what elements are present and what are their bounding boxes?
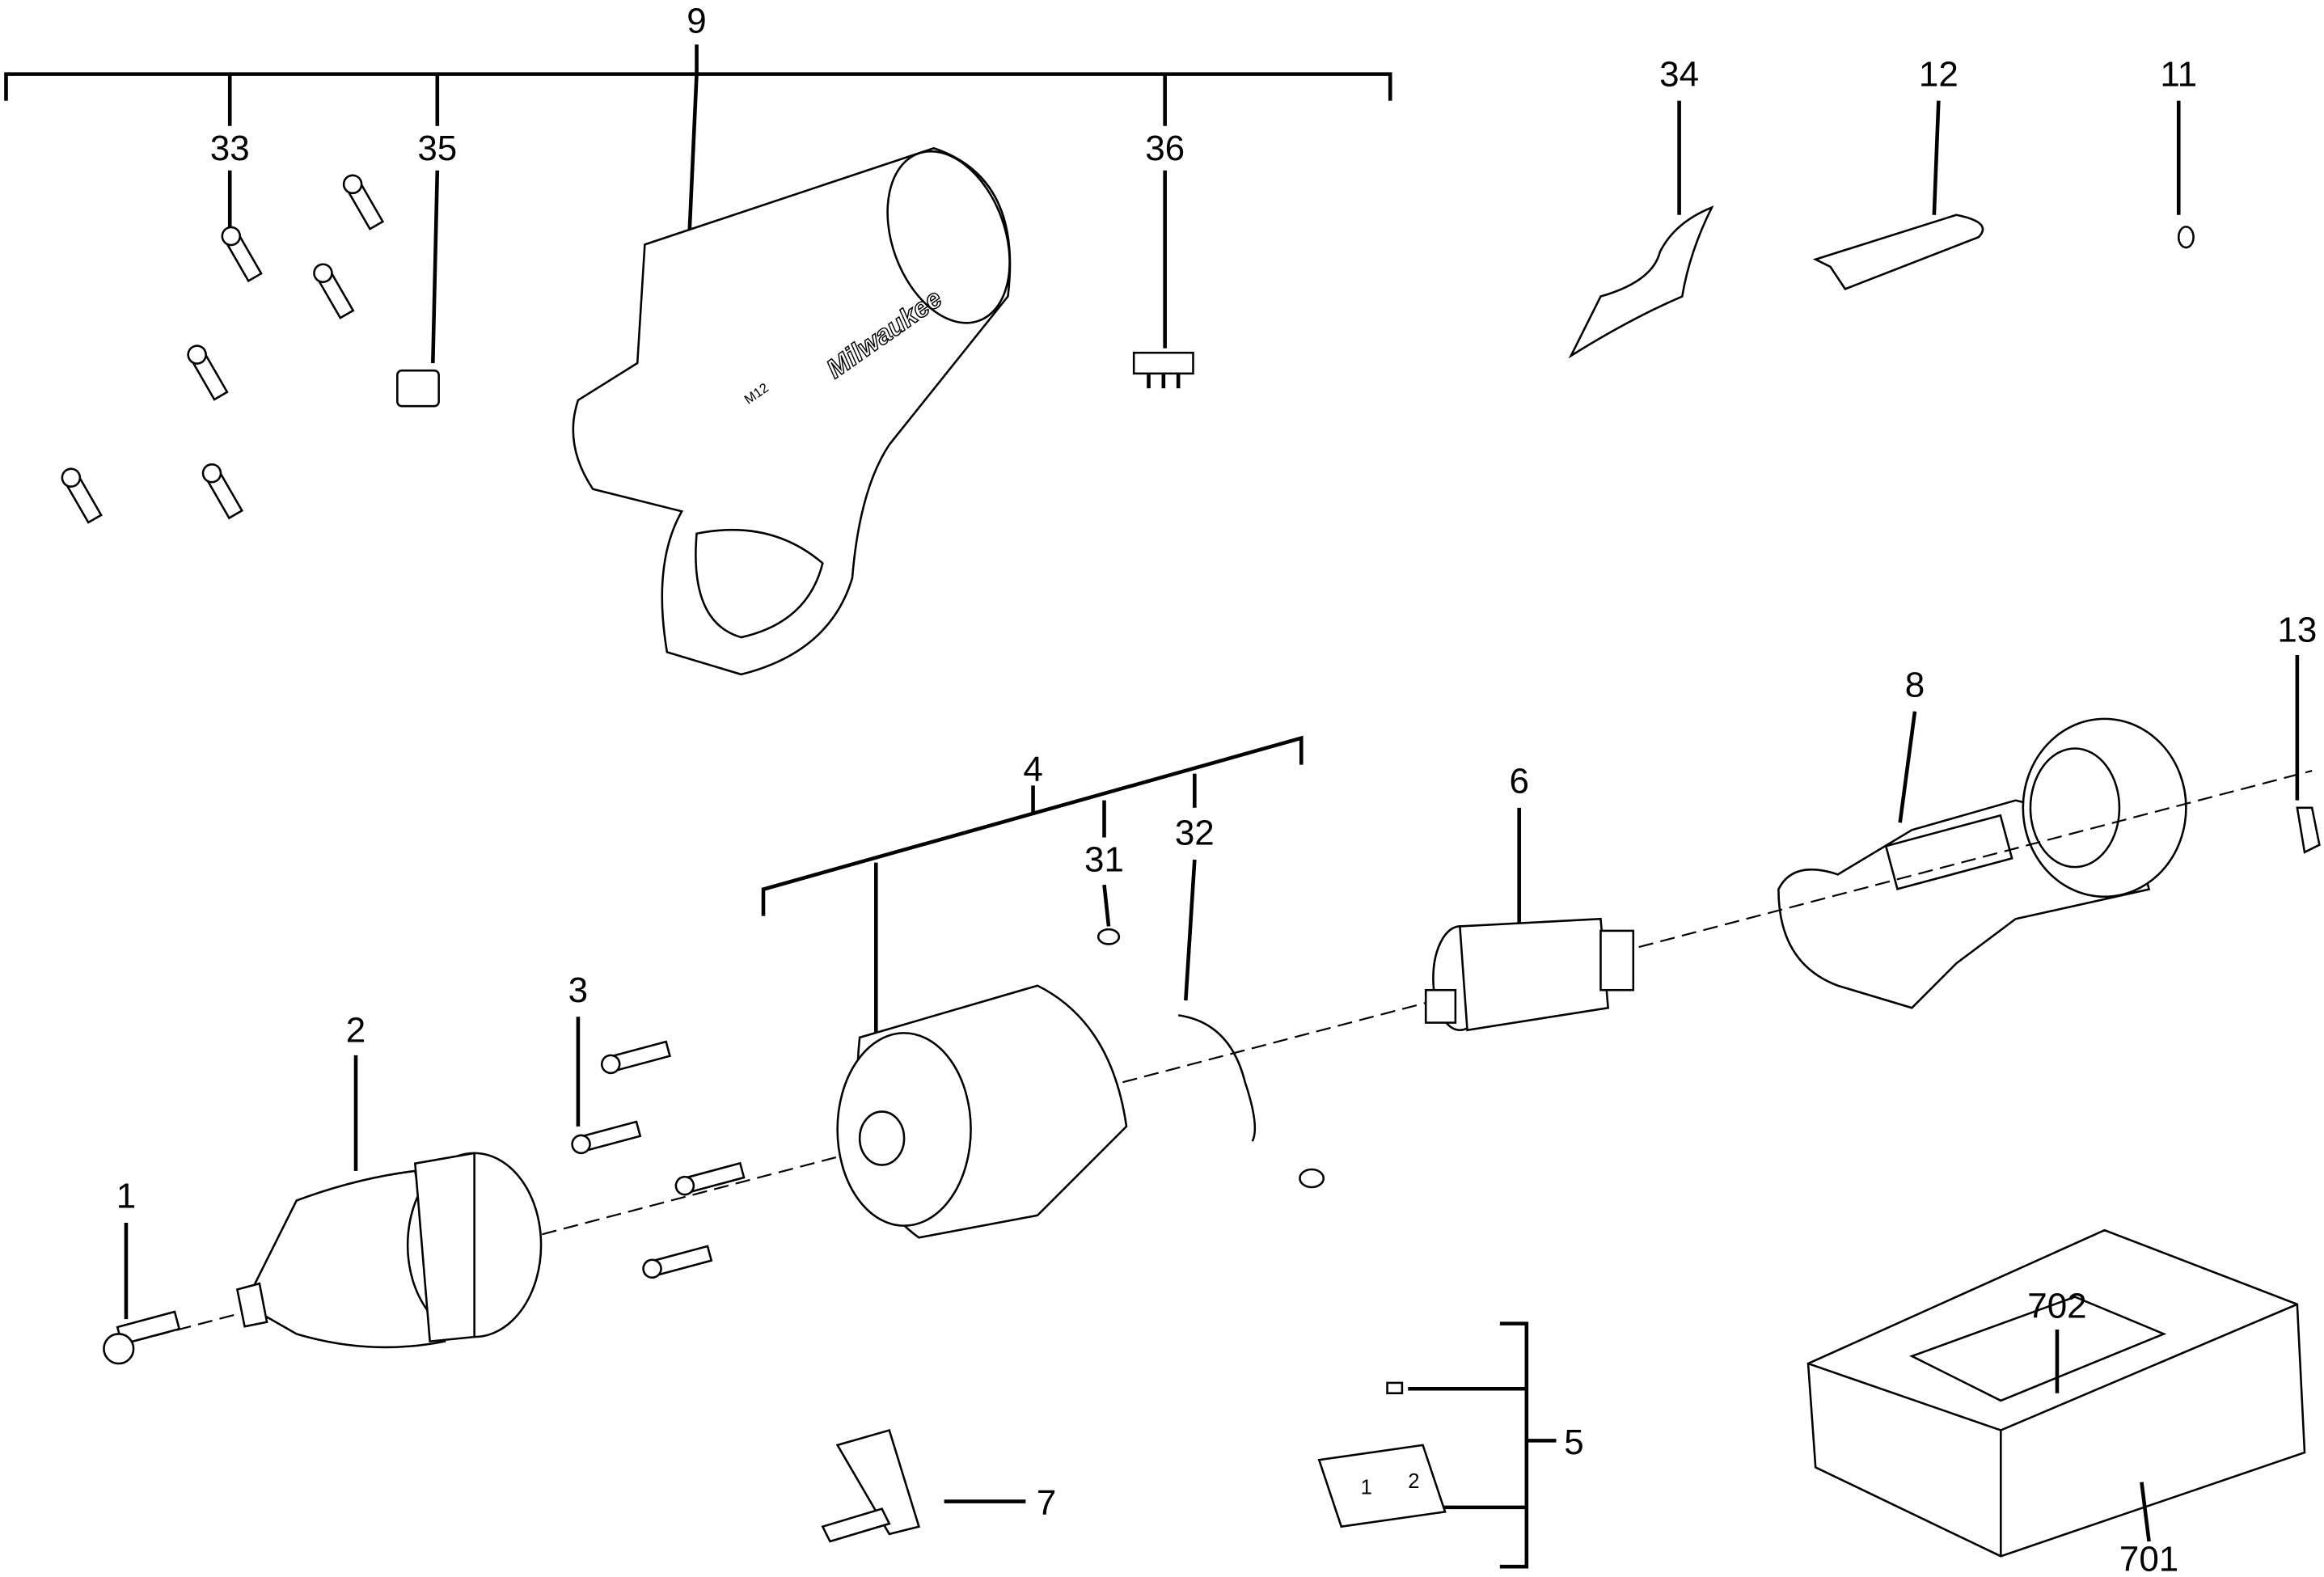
label-11: 11 <box>2160 54 2197 94</box>
assembly-axis <box>133 769 2313 1342</box>
bracket-4 <box>761 735 1304 1038</box>
label-1: 1 <box>116 1177 136 1216</box>
part-7-speed-selector <box>821 1428 921 1543</box>
housing-9: Milwaukee M12 <box>572 146 1012 676</box>
label-9: 9 <box>687 1 706 40</box>
part-36 <box>1132 351 1194 389</box>
screws-3 <box>571 1040 746 1279</box>
label-33: 33 <box>210 129 250 168</box>
part-2-chuck <box>235 1152 543 1349</box>
label-13: 13 <box>2277 611 2317 650</box>
part-13 <box>2296 806 2321 854</box>
part-34 <box>1568 205 1714 359</box>
label-2: 2 <box>346 1010 366 1050</box>
part-35 <box>396 369 440 408</box>
part-31 <box>1097 928 1121 945</box>
label-3: 3 <box>568 970 588 1010</box>
label-32: 32 <box>1175 814 1215 853</box>
part-4-screw <box>1299 1168 1325 1189</box>
part-32-spring <box>1177 1014 1257 1142</box>
label-34: 34 <box>1659 54 1699 94</box>
part-11-screw <box>2177 226 2195 249</box>
part-6-armature <box>1424 917 1635 1032</box>
label-31: 31 <box>1084 840 1124 880</box>
selector-number-2: 2 <box>1408 1470 1419 1493</box>
label-8: 8 <box>1905 665 1925 704</box>
screws-33 <box>61 174 385 524</box>
part-4-gearbox <box>836 984 1128 1239</box>
selector-number-1: 1 <box>1361 1476 1372 1499</box>
part-1-screw <box>103 1310 181 1365</box>
part-5-selector: 1 2 <box>1317 1444 1447 1528</box>
label-35: 35 <box>417 129 457 168</box>
label-4: 4 <box>1023 750 1042 789</box>
label-5: 5 <box>1564 1423 1583 1462</box>
label-6: 6 <box>1509 761 1528 801</box>
label-36: 36 <box>1145 129 1185 168</box>
label-7: 7 <box>1037 1483 1056 1523</box>
label-702: 702 <box>2027 1286 2086 1325</box>
label-701: 701 <box>2119 1540 2178 1577</box>
part-8-motor-assembly <box>1777 717 2187 1009</box>
bracket-5 <box>1408 1321 1557 1569</box>
part-5-pin <box>1386 1381 1404 1395</box>
part-12-belt-clip <box>1812 214 1984 290</box>
bracket-9 <box>4 44 1392 238</box>
label-12: 12 <box>1919 54 1958 94</box>
